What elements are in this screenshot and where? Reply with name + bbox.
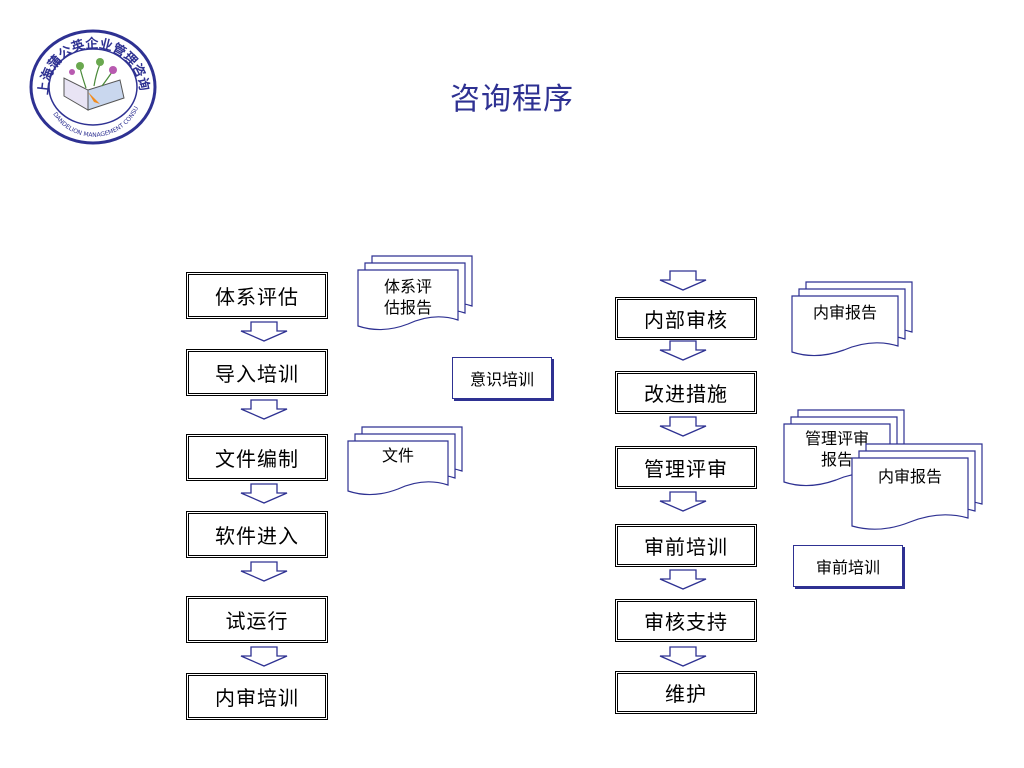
arrow-down-icon (240, 321, 288, 342)
arrow-down-icon (659, 491, 707, 512)
arrow-down-icon (240, 483, 288, 504)
arrow-down-icon (659, 340, 707, 361)
step-internal-audit-training: 内审培训 (186, 673, 328, 720)
doc-internal-audit-report: 内审报告 (791, 280, 914, 360)
doc-label-line1: 体系评 (383, 277, 432, 296)
note-pre-audit-training: 审前培训 (793, 545, 903, 587)
step-system-assessment: 体系评估 (186, 272, 328, 319)
arrow-down-icon (659, 646, 707, 667)
arrow-down-icon (240, 646, 288, 667)
doc-label-line2: 估报告 (383, 298, 432, 317)
step-management-review: 管理评审 (615, 446, 757, 489)
step-internal-audit: 内部审核 (615, 297, 757, 340)
step-audit-support: 审核支持 (615, 599, 757, 642)
doc-label-line1: 管理评审 (804, 429, 869, 448)
arrow-down-icon (240, 561, 288, 582)
step-pre-audit-training: 审前培训 (615, 524, 757, 567)
step-maintenance: 维护 (615, 671, 757, 714)
doc-internal-audit-report-2: 内审报告 (851, 442, 984, 532)
step-intro-training: 导入培训 (186, 349, 328, 396)
page-title: 咨询程序 (450, 82, 574, 117)
doc-documents: 文件 (347, 425, 464, 497)
step-improvement-measures: 改进措施 (615, 371, 757, 414)
step-trial-run: 试运行 (186, 596, 328, 643)
note-awareness-training: 意识培训 (452, 357, 552, 399)
doc-label: 内审报告 (877, 467, 942, 486)
company-logo: 上海蒲公英企业管理咨询有限公司 DANDELION MANAGEMENT CON… (28, 28, 157, 145)
doc-system-assessment-report: 体系评 估报告 (357, 254, 474, 332)
arrow-down-icon (659, 270, 707, 291)
doc-label-line2: 报告 (820, 450, 853, 469)
arrow-down-icon (240, 399, 288, 420)
arrow-down-icon (659, 416, 707, 437)
step-software-entry: 软件进入 (186, 511, 328, 558)
doc-label: 内审报告 (812, 303, 877, 322)
step-document-compilation: 文件编制 (186, 434, 328, 481)
doc-label: 文件 (381, 446, 414, 465)
arrow-down-icon (659, 569, 707, 590)
